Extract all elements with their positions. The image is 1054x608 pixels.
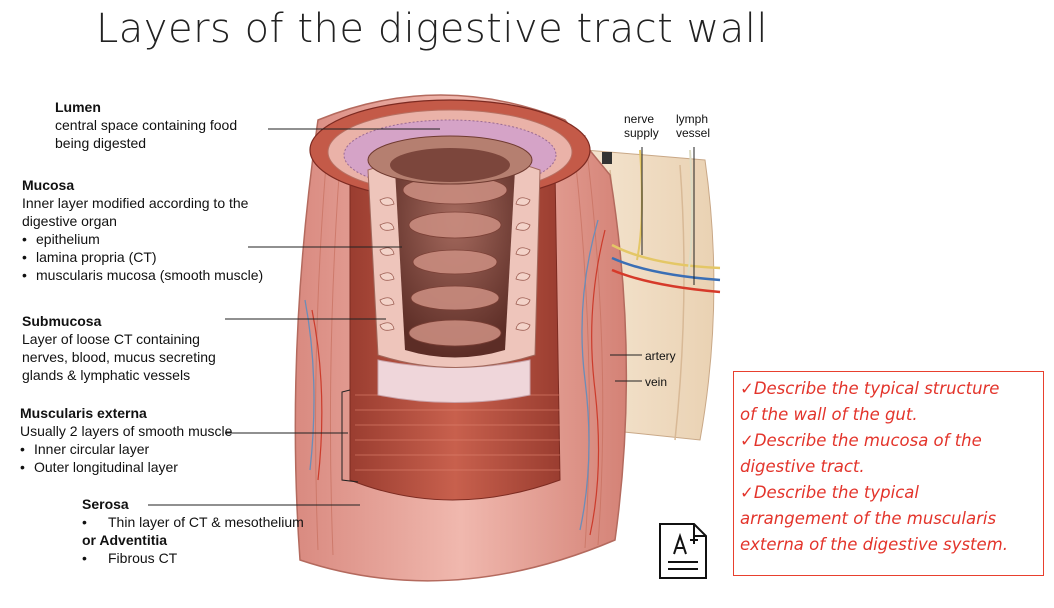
mucosa-bullet-list: epithelium lamina propria (CT) musculari… (22, 230, 263, 284)
grade-document-icon (659, 523, 707, 579)
adventitia-heading: or Adventitia (82, 532, 168, 548)
mucosa-bullet: epithelium (22, 230, 263, 248)
mucosa-bullet: lamina propria (CT) (22, 248, 263, 266)
submucosa-heading: Submucosa (22, 313, 102, 329)
nerve-label-line: nerve (624, 112, 655, 126)
muscularis-line: Usually 2 layers of smooth muscle (20, 423, 233, 439)
submucosa-line: glands & lymphatic vessels (22, 367, 191, 383)
muscularis-bullet: Outer longitudinal layer (20, 458, 232, 476)
muscularis-description: Muscularis externa Usually 2 layers of s… (20, 404, 232, 476)
objective-line: arrangement of the muscularis (740, 509, 997, 528)
lumen-description: Lumen central space containing food bein… (55, 98, 237, 152)
learning-objectives-box: ✓Describe the typical structure of the w… (733, 371, 1044, 576)
nerve-label-line: supply (624, 126, 659, 140)
mucosa-heading: Mucosa (22, 177, 75, 193)
adventitia-bullet: Fibrous CT (82, 549, 304, 567)
lumen-line: central space containing food (55, 117, 238, 133)
submucosa-line: Layer of loose CT containing (22, 331, 200, 347)
adventitia-bullet-list: Fibrous CT (82, 549, 304, 567)
lumen-heading: Lumen (55, 99, 101, 115)
lymph-vessel-label: lymph vessel (676, 112, 710, 140)
lymph-label-line: lymph (676, 112, 709, 126)
objective-line: digestive tract. (740, 457, 865, 476)
vein-label: vein (645, 375, 668, 389)
muscularis-bullet-list: Inner circular layer Outer longitudinal … (20, 440, 232, 476)
submucosa-layer (377, 359, 531, 403)
mucosa-description: Mucosa Inner layer modified according to… (22, 176, 263, 284)
muscularis-heading: Muscularis externa (20, 405, 147, 421)
nerve-supply-label: nerve supply (624, 112, 659, 140)
submucosa-description: Submucosa Layer of loose CT containing n… (22, 312, 216, 384)
submucosa-line: nerves, blood, mucus secreting (22, 349, 216, 365)
artery-label: artery (645, 349, 676, 363)
page-title: Layers of the digestive tract wall (96, 6, 768, 52)
objective-line: ✓Describe the typical structure (740, 379, 1000, 398)
serosa-bullet-list: Thin layer of CT & mesothelium (82, 513, 304, 531)
mucosa-bullet: muscularis mucosa (smooth muscle) (22, 266, 263, 284)
lumen-line: being digested (55, 135, 147, 151)
serosa-heading: Serosa (82, 496, 129, 512)
objective-line: ✓Describe the typical (740, 483, 919, 502)
serosa-bullet: Thin layer of CT & mesothelium (82, 513, 304, 531)
mucosa-line: digestive organ (22, 213, 117, 229)
lymph-label-line: vessel (676, 126, 711, 140)
serosa-description: Serosa Thin layer of CT & mesothelium or… (82, 495, 304, 567)
objective-line: of the wall of the gut. (740, 405, 918, 424)
objective-line: ✓Describe the mucosa of the (740, 431, 982, 450)
mucosa-line: Inner layer modified according to the (22, 195, 249, 211)
objective-line: externa of the digestive system. (740, 535, 1008, 554)
muscularis-bullet: Inner circular layer (20, 440, 232, 458)
